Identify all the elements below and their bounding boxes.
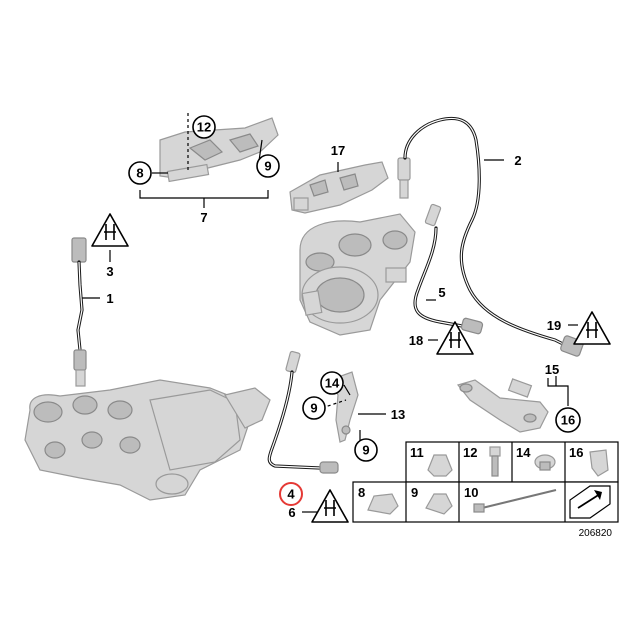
callout-4-highlighted: 4 xyxy=(279,482,303,506)
callout-1: 1 xyxy=(106,291,113,306)
warning-triangle-19 xyxy=(573,311,611,345)
callout-3: 3 xyxy=(106,264,113,279)
callout-9-low: 9 xyxy=(354,438,378,462)
callout-15: 15 xyxy=(545,362,559,377)
svg-text:9: 9 xyxy=(362,443,369,458)
leader-lines xyxy=(82,113,578,513)
legend-part-16-clip xyxy=(589,449,609,477)
callout-14: 14 xyxy=(320,371,344,395)
svg-text:16: 16 xyxy=(561,413,575,428)
lower-catalyst-manifold xyxy=(24,379,271,501)
callout-12: 12 xyxy=(192,115,216,139)
legend-arrow-icon xyxy=(569,485,611,519)
oxygen-sensor-2 xyxy=(397,116,584,357)
legend-label-14: 14 xyxy=(516,445,531,460)
small-parts-legend: 11 12 14 16 8 9 10 xyxy=(352,441,619,523)
oxygen-sensor-5 xyxy=(413,203,484,335)
callout-13: 13 xyxy=(391,407,405,422)
callout-7: 7 xyxy=(200,210,207,225)
diagram-reference-number: 206820 xyxy=(579,528,613,539)
callout-16: 16 xyxy=(555,407,581,433)
upper-catalyst-manifold xyxy=(299,213,416,336)
legend-part-10-cable-tie xyxy=(473,489,557,513)
heat-shield-7 xyxy=(159,117,279,183)
warning-triangle-3 xyxy=(91,213,129,247)
oxygen-sensor-4 xyxy=(267,350,339,474)
legend-label-10: 10 xyxy=(464,485,478,500)
warning-triangle-6 xyxy=(311,489,349,523)
svg-text:9: 9 xyxy=(310,401,317,416)
legend-part-14-nut xyxy=(534,454,556,471)
legend-part-12-bolt xyxy=(489,446,501,477)
legend-part-9-clip xyxy=(425,493,453,515)
heat-shield-17 xyxy=(289,161,389,214)
svg-text:12: 12 xyxy=(197,120,211,135)
warning-triangle-18 xyxy=(436,321,474,355)
callout-8: 8 xyxy=(128,161,152,185)
legend-label-8: 8 xyxy=(358,485,365,500)
legend-label-9: 9 xyxy=(411,485,418,500)
svg-text:8: 8 xyxy=(136,166,143,181)
callout-6: 6 xyxy=(288,505,295,520)
svg-text:4: 4 xyxy=(287,487,295,502)
callout-17: 17 xyxy=(331,143,345,158)
callout-18: 18 xyxy=(409,333,423,348)
svg-text:14: 14 xyxy=(325,376,340,391)
callout-19: 19 xyxy=(547,318,561,333)
callout-2: 2 xyxy=(514,153,521,168)
legend-label-11: 11 xyxy=(410,445,424,460)
legend-label-16: 16 xyxy=(569,445,583,460)
svg-text:9: 9 xyxy=(264,159,271,174)
callout-9-top: 9 xyxy=(256,154,280,178)
bracket-15 xyxy=(456,378,549,433)
callout-9-mid: 9 xyxy=(302,396,326,420)
legend-part-8-clip xyxy=(367,493,399,515)
legend-label-12: 12 xyxy=(463,445,477,460)
oxygen-sensor-1 xyxy=(71,237,87,387)
callout-5: 5 xyxy=(438,285,445,300)
legend-part-11-clip xyxy=(427,454,453,477)
